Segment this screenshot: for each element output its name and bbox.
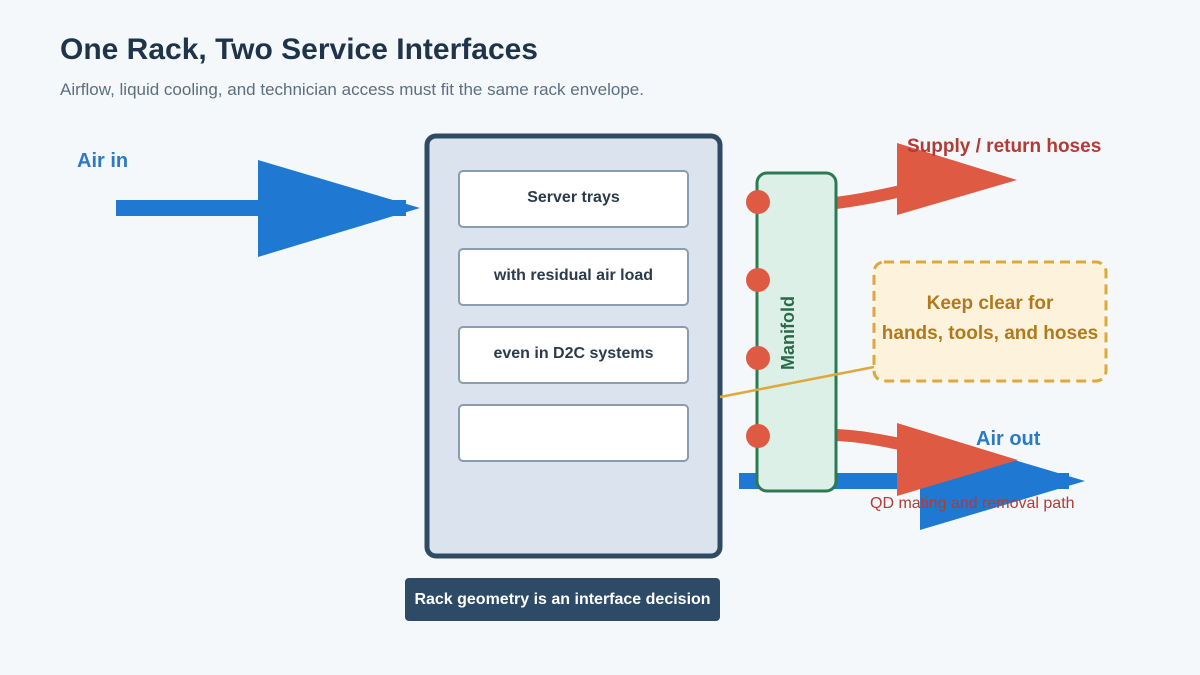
qd-port (746, 424, 770, 448)
server-tray (458, 326, 689, 384)
tray-label: Server trays (527, 189, 620, 206)
qd-path-label: QD mating and removal path (870, 495, 1075, 512)
air-in-arrow (116, 160, 420, 257)
page-title: One Rack, Two Service Interfaces (60, 33, 538, 66)
manifold (755, 171, 838, 493)
air-in-label: Air in (77, 150, 129, 172)
page-subtitle: Airflow, liquid cooling, and technician … (60, 80, 644, 99)
tray-label: even in D2C systems (493, 345, 654, 362)
keep-clear-label: Keep clear for hands, tools, and hoses (860, 289, 1120, 349)
hoses-label: Supply / return hoses (907, 136, 1102, 157)
keep-clear-leader-line (719, 365, 875, 399)
server-tray (458, 248, 689, 306)
supply-hose-arrow (835, 143, 1017, 215)
key-message-banner: Rack geometry is an interface decision (405, 578, 720, 621)
qd-port (746, 268, 770, 292)
keep-clear-zone (872, 260, 1108, 383)
qd-port (746, 190, 770, 214)
manifold-label: Manifold (778, 296, 798, 370)
server-tray (458, 404, 689, 462)
banner-text: Rack geometry is an interface decision (414, 590, 711, 608)
return-hose-arrow (835, 423, 1018, 496)
air-out-label: Air out (976, 428, 1041, 450)
tray-label: with residual air load (493, 267, 654, 284)
qd-port (746, 346, 770, 370)
server-tray (458, 170, 689, 228)
keep-clear-line-2: hands, tools, and hoses (881, 323, 1099, 344)
keep-clear-line-1: Keep clear for (926, 293, 1054, 314)
